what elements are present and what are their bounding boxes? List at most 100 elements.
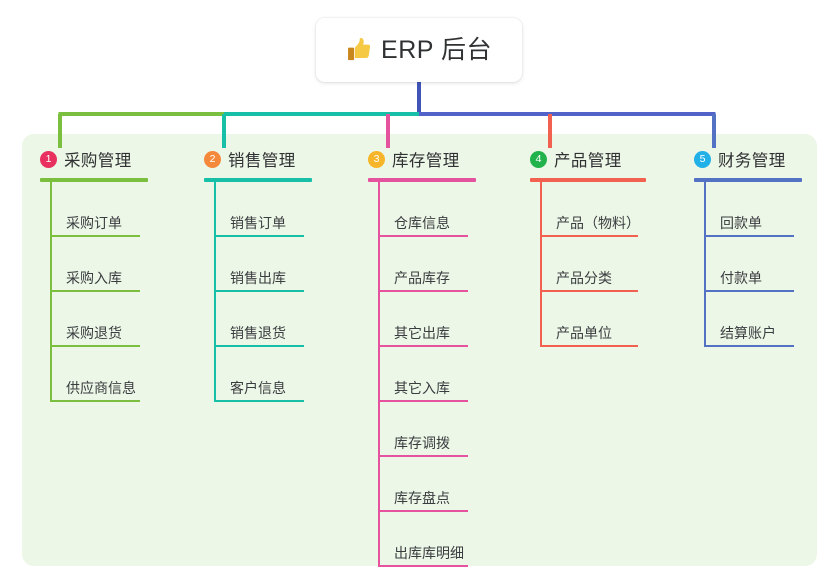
- menu-item[interactable]: 产品分类: [530, 237, 646, 292]
- menu-item-rule: [704, 235, 794, 237]
- menu-item[interactable]: 产品（物料）: [530, 182, 646, 237]
- menu-item-label: 供应商信息: [66, 380, 136, 396]
- items-spine: [704, 182, 706, 347]
- column-items: 仓库信息产品库存其它出库其它入库库存调拨库存盘点出库库明细: [368, 182, 476, 567]
- root-node[interactable]: ERP 后台: [316, 18, 522, 82]
- column-badge-3: 3: [368, 150, 385, 168]
- menu-item-label: 出库库明细: [394, 545, 464, 561]
- menu-item-rule: [378, 565, 468, 567]
- column-title: 产品管理: [554, 152, 622, 170]
- column-badge-4: 4: [530, 150, 547, 168]
- column-items: 采购订单采购入库采购退货供应商信息: [40, 182, 148, 402]
- items-spine: [540, 182, 542, 347]
- menu-item-label: 库存盘点: [394, 490, 450, 506]
- menu-item-rule: [214, 400, 304, 402]
- menu-item-label: 产品（物料）: [556, 215, 640, 231]
- menu-item-rule: [214, 290, 304, 292]
- menu-item-rule: [214, 235, 304, 237]
- items-spine: [50, 182, 52, 402]
- menu-item-rule: [540, 345, 638, 347]
- menu-item-rule: [378, 235, 468, 237]
- menu-item[interactable]: 出库库明细: [368, 512, 476, 567]
- menu-item[interactable]: 结算账户: [694, 292, 802, 347]
- menu-item-label: 仓库信息: [394, 215, 450, 231]
- column-badge-5: 5: [694, 150, 711, 168]
- column-header-rule: [40, 178, 148, 182]
- column-header-rule: [204, 178, 312, 182]
- menu-item[interactable]: 产品库存: [368, 237, 476, 292]
- menu-item-label: 产品分类: [556, 270, 612, 286]
- menu-item-label: 采购订单: [66, 215, 122, 231]
- column-title: 库存管理: [392, 152, 460, 170]
- menu-item[interactable]: 付款单: [694, 237, 802, 292]
- menu-item[interactable]: 销售订单: [204, 182, 312, 237]
- menu-item-rule: [378, 400, 468, 402]
- menu-item-rule: [378, 290, 468, 292]
- menu-item-label: 库存调拨: [394, 435, 450, 451]
- menu-item-rule: [540, 235, 638, 237]
- menu-item[interactable]: 采购订单: [40, 182, 148, 237]
- column-title: 财务管理: [718, 152, 786, 170]
- menu-item-rule: [50, 400, 140, 402]
- menu-item[interactable]: 销售退货: [204, 292, 312, 347]
- menu-item-label: 销售出库: [230, 270, 286, 286]
- menu-item[interactable]: 销售出库: [204, 237, 312, 292]
- column-产品管理: 4 产品管理产品（物料） 产品分类产品单位: [530, 146, 646, 347]
- root-title: ERP 后台: [381, 35, 492, 64]
- column-badge-1: 1: [40, 150, 57, 168]
- menu-item[interactable]: 回款单: [694, 182, 802, 237]
- menu-item-label: 付款单: [720, 270, 762, 286]
- menu-item[interactable]: 库存调拨: [368, 402, 476, 457]
- menu-item-label: 其它入库: [394, 380, 450, 396]
- menu-item[interactable]: 仓库信息: [368, 182, 476, 237]
- menu-item-label: 客户信息: [230, 380, 286, 396]
- menu-item[interactable]: 供应商信息: [40, 347, 148, 402]
- column-badge-2: 2: [204, 150, 221, 168]
- thumbs-up-icon: [348, 37, 371, 61]
- column-销售管理: 2 销售管理销售订单销售出库销售退货客户信息: [204, 146, 312, 402]
- menu-item[interactable]: 采购入库: [40, 237, 148, 292]
- column-title: 销售管理: [228, 152, 296, 170]
- root-node-content: ERP 后台: [346, 37, 492, 63]
- column-header-rule: [694, 178, 802, 182]
- column-库存管理: 3 库存管理仓库信息产品库存其它出库其它入库库存调拨库存盘点出库库明细: [368, 146, 476, 567]
- column-header-rule: [530, 178, 646, 182]
- menu-item-label: 销售订单: [230, 215, 286, 231]
- menu-item-rule: [378, 455, 468, 457]
- menu-item-label: 销售退货: [230, 325, 286, 341]
- diagram-background-panel: [22, 134, 817, 566]
- menu-item-label: 其它出库: [394, 325, 450, 341]
- menu-item-label: 采购退货: [66, 325, 122, 341]
- menu-item-rule: [50, 290, 140, 292]
- menu-item-label: 结算账户: [720, 325, 776, 341]
- menu-item[interactable]: 其它入库: [368, 347, 476, 402]
- column-财务管理: 5 财务管理回款单付款单结算账户: [694, 146, 802, 347]
- column-items: 回款单付款单结算账户: [694, 182, 802, 347]
- menu-item-rule: [704, 345, 794, 347]
- menu-item-rule: [540, 290, 638, 292]
- menu-item-rule: [214, 345, 304, 347]
- column-header-5[interactable]: 5 财务管理: [694, 146, 802, 172]
- menu-item[interactable]: 采购退货: [40, 292, 148, 347]
- column-header-4[interactable]: 4 产品管理: [530, 146, 646, 172]
- menu-item-label: 产品单位: [556, 325, 612, 341]
- column-items: 产品（物料） 产品分类产品单位: [530, 182, 646, 347]
- menu-item-rule: [378, 510, 468, 512]
- menu-item-label: 采购入库: [66, 270, 122, 286]
- menu-item[interactable]: 产品单位: [530, 292, 646, 347]
- menu-item[interactable]: 库存盘点: [368, 457, 476, 512]
- menu-item[interactable]: 客户信息: [204, 347, 312, 402]
- column-header-3[interactable]: 3 库存管理: [368, 146, 476, 172]
- column-header-rule: [368, 178, 476, 182]
- column-items: 销售订单销售出库销售退货客户信息: [204, 182, 312, 402]
- menu-item[interactable]: 其它出库: [368, 292, 476, 347]
- menu-item-rule: [50, 235, 140, 237]
- items-spine: [378, 182, 380, 567]
- column-header-2[interactable]: 2 销售管理: [204, 146, 312, 172]
- menu-item-rule: [50, 345, 140, 347]
- items-spine: [214, 182, 216, 402]
- menu-item-rule: [704, 290, 794, 292]
